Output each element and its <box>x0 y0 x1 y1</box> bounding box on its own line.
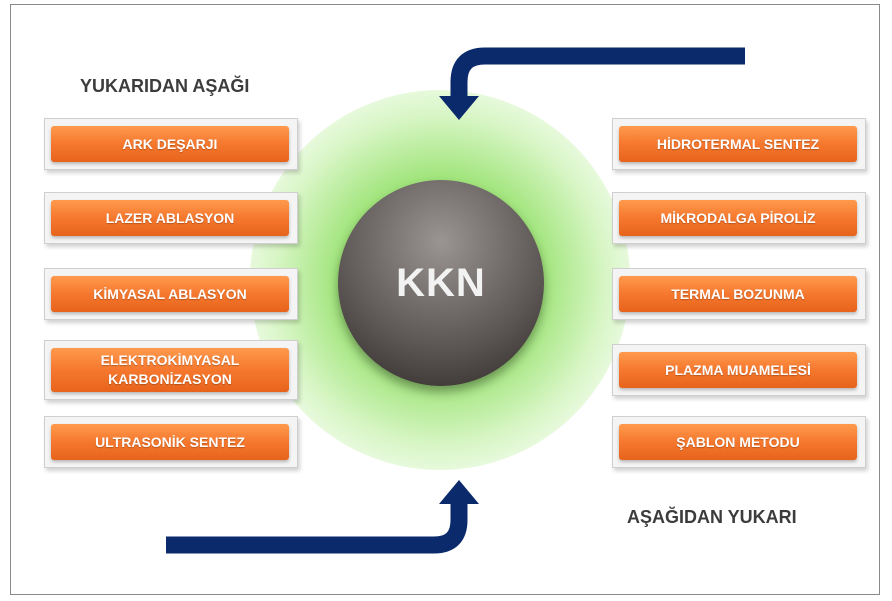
method-card: ELEKTROKİMYASAL KARBONİZASYON <box>44 340 298 400</box>
bottom-up-heading: AŞAĞIDAN YUKARI <box>627 507 797 527</box>
method-label: LAZER ABLASYON <box>105 209 235 226</box>
method-box: PLAZMA MUAMELESİ <box>619 352 857 388</box>
method-label: ULTRASONİK SENTEZ <box>95 433 245 450</box>
method-card: LAZER ABLASYON <box>44 192 298 244</box>
method-box: ELEKTROKİMYASAL KARBONİZASYON <box>51 348 289 392</box>
center-label: KKN <box>396 261 486 305</box>
method-label-line: ELEKTROKİMYASAL <box>100 352 240 368</box>
method-box: LAZER ABLASYON <box>51 200 289 236</box>
method-box: TERMAL BOZUNMA <box>619 276 857 312</box>
method-box: HİDROTERMAL SENTEZ <box>619 126 857 162</box>
method-label: TERMAL BOZUNMA <box>671 285 805 302</box>
top-down-arrowhead <box>439 96 479 120</box>
method-label: ŞABLON METODU <box>676 433 800 450</box>
method-box: MİKRODALGA PİROLİZ <box>619 200 857 236</box>
method-card: KİMYASAL ABLASYON <box>44 268 298 320</box>
method-box: ARK DEŞARJI <box>51 126 289 162</box>
method-label: ARK DEŞARJI <box>122 135 218 152</box>
method-card: PLAZMA MUAMELESİ <box>612 344 866 396</box>
method-label-line: KARBONİZASYON <box>108 371 232 387</box>
method-card: HİDROTERMAL SENTEZ <box>612 118 866 170</box>
bottom-up-arrowhead <box>439 480 479 504</box>
method-label: KİMYASAL ABLASYON <box>93 285 247 302</box>
method-label: MİKRODALGA PİROLİZ <box>660 209 816 226</box>
method-card: TERMAL BOZUNMA <box>612 268 866 320</box>
method-box: ULTRASONİK SENTEZ <box>51 424 289 460</box>
top-down-heading: YUKARIDAN AŞAĞI <box>80 76 250 96</box>
center-sphere: KKN <box>338 180 544 386</box>
method-label: PLAZMA MUAMELESİ <box>665 361 811 378</box>
method-box: KİMYASAL ABLASYON <box>51 276 289 312</box>
bottom-up-arrow <box>166 500 468 554</box>
method-card: MİKRODALGA PİROLİZ <box>612 192 866 244</box>
method-label: ELEKTROKİMYASAL KARBONİZASYON <box>101 351 240 389</box>
method-card: ULTRASONİK SENTEZ <box>44 416 298 468</box>
method-card: ARK DEŞARJI <box>44 118 298 170</box>
top-down-arrow <box>450 47 745 100</box>
method-card: ŞABLON METODU <box>612 416 866 468</box>
method-label: HİDROTERMAL SENTEZ <box>656 135 820 152</box>
method-box: ŞABLON METODU <box>619 424 857 460</box>
